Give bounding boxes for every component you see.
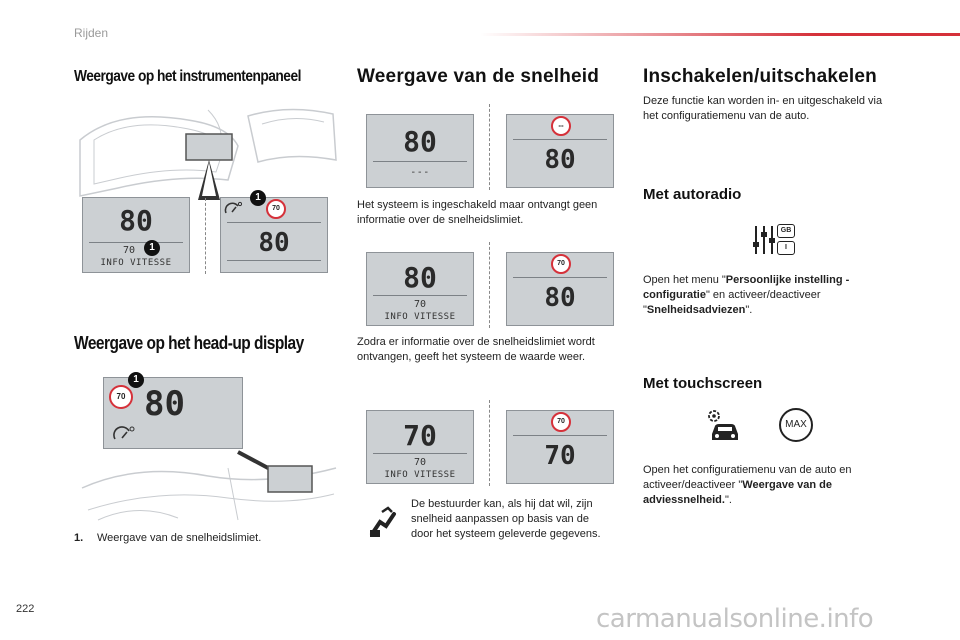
- hud-limit-badge: 70: [109, 385, 133, 409]
- panel-right-limit-badge: 70: [266, 199, 286, 219]
- max-speed-icon: MAX: [779, 408, 813, 442]
- speedometer-icon: [113, 426, 135, 440]
- row1-left-speed: 80: [403, 125, 437, 158]
- row3-separator: [489, 400, 490, 486]
- hud-illustration: [81, 450, 337, 521]
- row1-right-speed: 80: [544, 145, 576, 175]
- column1-separator: [205, 198, 206, 274]
- row2-left-display: 80 70 INFO VITESSE: [366, 252, 474, 326]
- autoradio-instructions: Open het menu "Persoonlijke instelling -…: [643, 273, 893, 318]
- speed-display-heading: Weergave van de snelheid: [357, 66, 600, 87]
- autoradio-text-3: ".: [745, 304, 753, 316]
- watermark: carmanualsonline.info: [596, 604, 874, 634]
- row1-limit-badge: --: [551, 116, 571, 136]
- row3-left-limit: 70: [413, 457, 427, 468]
- language-gb-icon: GB: [777, 224, 795, 238]
- panel-right-divider-bottom: [227, 260, 321, 261]
- row3-right-divider: [513, 435, 607, 436]
- hud-speed: 80: [144, 384, 185, 424]
- panel-right-speed: 80: [258, 228, 290, 258]
- autoradio-heading: Met autoradio: [643, 186, 742, 203]
- language-i-icon: I: [777, 241, 795, 255]
- note-number: 1.: [74, 532, 84, 544]
- panel-main-info: INFO VITESSE: [100, 258, 172, 268]
- row2-left-limit: 70: [413, 299, 427, 310]
- row3-right-speed: 70: [544, 441, 576, 471]
- row3-limit-badge: 70: [551, 412, 571, 432]
- page-number: 222: [16, 603, 35, 615]
- panel-main-limit: 70: [122, 245, 136, 256]
- touch-text-1: Open het configuratiemenu van de auto en…: [643, 464, 852, 491]
- autoradio-text-2: " en activeer/deactiveer ": [643, 289, 821, 316]
- callout-marker: 1: [250, 190, 266, 206]
- autoradio-menu-name: Persoonlijke instelling - configuratie: [643, 274, 850, 301]
- panel-main-speed: 80: [119, 204, 153, 237]
- panel-right-divider: [227, 222, 321, 223]
- speedometer-icon: [224, 201, 242, 214]
- row1-text: Het systeem is ingeschakeld maar ontvang…: [357, 199, 598, 226]
- panel-main-divider: [89, 242, 183, 243]
- row3-left-info: INFO VITESSE: [384, 470, 456, 480]
- enable-disable-heading: Inschakelen/uitschakelen: [643, 66, 877, 87]
- row1-left-divider: [373, 161, 467, 162]
- row2-separator: [489, 242, 490, 328]
- settings-sliders-icon: [752, 224, 776, 256]
- row2-text: Zodra er informatie over de snelheidslim…: [357, 336, 595, 363]
- panel-main-display: 80 70 INFO VITESSE: [82, 197, 190, 273]
- row1-right-divider: [513, 139, 607, 140]
- row3-left-divider: [373, 453, 467, 454]
- note-text: Weergave van de snelheidslimiet.: [97, 532, 262, 544]
- touchscreen-instructions: Open het configuratiemenu van de auto en…: [643, 463, 893, 508]
- row3-left-display: 70 70 INFO VITESSE: [366, 410, 474, 484]
- row2-left-speed: 80: [403, 261, 437, 294]
- row2-right-divider: [513, 277, 607, 278]
- row3-left-speed: 70: [403, 419, 437, 452]
- row1-separator: [489, 104, 490, 190]
- row2-limit-badge: 70: [551, 254, 571, 274]
- driver-hand-icon: [370, 506, 396, 537]
- hud-heading: Weergave op het head-up display: [74, 333, 304, 353]
- row2-right-speed: 80: [544, 283, 576, 313]
- autoradio-setting-name: Snelheidsadviezen: [646, 304, 746, 316]
- callout-marker: 1: [128, 372, 144, 388]
- row2-left-divider: [373, 295, 467, 296]
- enable-disable-intro: Deze functie kan worden in- en uitgescha…: [643, 95, 883, 122]
- row3-text: De bestuurder kan, als hij dat wil, zijn…: [411, 498, 601, 540]
- row1-left-display: 80 ---: [366, 114, 474, 188]
- car-settings-icon: [708, 410, 738, 440]
- autoradio-text-1: Open het menu ": [643, 274, 726, 286]
- row2-left-info: INFO VITESSE: [384, 312, 456, 322]
- header-accent-bar: [480, 33, 960, 36]
- section-label: Rijden: [74, 26, 109, 40]
- touchscreen-heading: Met touchscreen: [643, 375, 763, 392]
- row1-left-dashes: ---: [410, 167, 430, 178]
- callout-marker: 1: [144, 240, 160, 256]
- touch-text-2: ".: [724, 494, 732, 506]
- panel-display-heading: Weergave op het instrumentenpaneel: [74, 68, 301, 85]
- dashboard-illustration: [79, 108, 337, 200]
- touch-setting-name: Weergave van de adviessnelheid.: [643, 479, 832, 506]
